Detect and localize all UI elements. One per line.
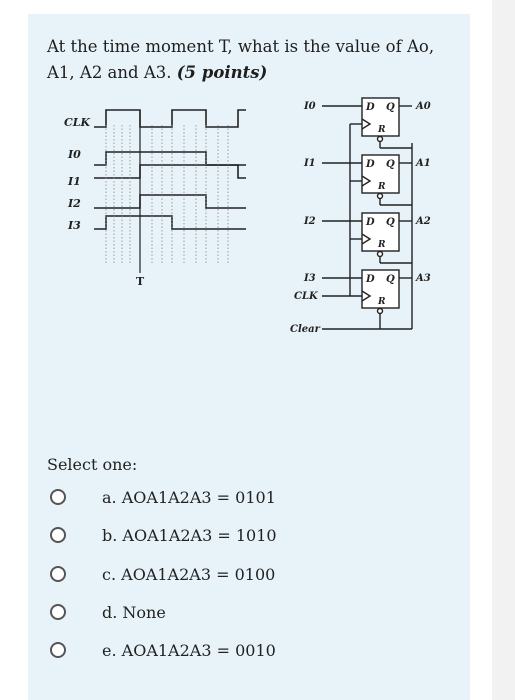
question-text: At the time moment T, what is the value … [47, 34, 457, 86]
input-i1: I1 [303, 158, 316, 169]
output-a2: A2 [415, 216, 431, 227]
timing-label-i0: I0 [67, 148, 81, 161]
option-e[interactable]: e. AOA1A2A3 = 0010 [50, 637, 276, 663]
timing-label-clk: CLK [64, 116, 90, 129]
i0-waveform [94, 151, 246, 166]
flip-flop-3 [361, 269, 400, 309]
ff1-clk-triangle [361, 175, 372, 187]
question-figure: CLK I0 I1 I2 I3 T [64, 97, 431, 335]
ff1-q: Q [386, 159, 395, 170]
side-rail [492, 0, 515, 700]
output-a3: A3 [415, 273, 431, 284]
t-marker-label: T [136, 275, 145, 288]
ff3-q: Q [386, 274, 395, 285]
option-b[interactable]: b. AOA1A2A3 = 1010 [50, 522, 277, 548]
register-circuit: D Q R D Q R D Q R D Q R [290, 97, 431, 335]
ff1-d: D [365, 159, 375, 170]
question-points: (5 points) [176, 63, 268, 82]
radio-icon[interactable] [50, 604, 66, 620]
radio-icon[interactable] [50, 489, 66, 505]
ff1-r: R [377, 182, 386, 192]
ff2-d: D [365, 217, 375, 228]
ff0-q: Q [386, 102, 395, 113]
i3-waveform [94, 215, 246, 230]
input-i3: I3 [303, 273, 316, 284]
radio-icon[interactable] [50, 527, 66, 543]
i2-waveform [94, 194, 246, 209]
timing-label-i2: I2 [67, 197, 81, 210]
radio-icon[interactable] [50, 642, 66, 658]
select-one-label: Select one: [47, 455, 138, 474]
option-label: c. AOA1A2A3 = 0100 [102, 564, 276, 584]
option-label: e. AOA1A2A3 = 0010 [102, 640, 276, 660]
option-d[interactable]: d. None [50, 599, 166, 625]
input-i0: I0 [303, 101, 316, 112]
ff0-clk-triangle [361, 118, 372, 130]
timing-guides [105, 125, 229, 265]
circuit-clear-label: Clear [290, 324, 321, 335]
ff3-d: D [365, 274, 375, 285]
clk-waveform [94, 109, 246, 128]
input-i2: I2 [303, 216, 316, 227]
ff3-r: R [377, 297, 386, 307]
option-label: b. AOA1A2A3 = 1010 [102, 525, 277, 545]
timing-diagram: CLK I0 I1 I2 I3 T [64, 109, 246, 288]
question-prompt: At the time moment T, what is the value … [47, 37, 435, 82]
ff3-clk-triangle [361, 290, 372, 302]
ff0-r: R [377, 125, 386, 135]
option-a[interactable]: a. AOA1A2A3 = 0101 [50, 484, 276, 510]
option-label: d. None [102, 602, 166, 622]
output-a0: A0 [415, 101, 431, 112]
ff0-d: D [365, 102, 375, 113]
timing-label-i3: I3 [67, 219, 81, 232]
circuit-clk-label: CLK [294, 291, 319, 302]
option-c[interactable]: c. AOA1A2A3 = 0100 [50, 561, 275, 587]
ff2-q: Q [386, 217, 395, 228]
timing-label-i1: I1 [67, 175, 81, 188]
ff2-r: R [377, 240, 386, 250]
radio-icon[interactable] [50, 566, 66, 582]
option-label: a. AOA1A2A3 = 0101 [102, 487, 276, 507]
ff2-clk-triangle [361, 233, 372, 245]
output-a1: A1 [415, 158, 431, 169]
i1-waveform [94, 164, 246, 179]
